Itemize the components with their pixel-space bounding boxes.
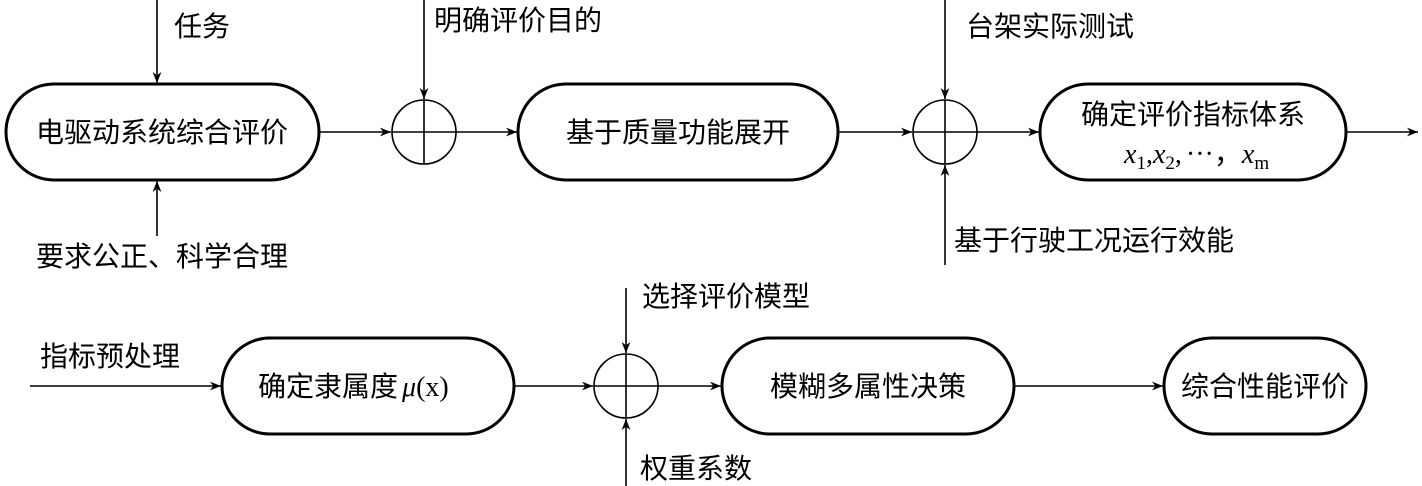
box-qfd-label: 基于质量功能展开 bbox=[566, 116, 790, 149]
box-fuzzy-decision-label: 模糊多属性决策 bbox=[770, 370, 966, 403]
label-requirement: 要求公正、科学合理 bbox=[36, 240, 288, 273]
box-performance-eval-label: 综合性能评价 bbox=[1181, 370, 1349, 403]
label-task: 任务 bbox=[174, 10, 230, 43]
label-model: 选择评价模型 bbox=[642, 280, 810, 313]
label-purpose: 明确评价目的 bbox=[434, 4, 602, 37]
box-ev-drive-eval-label: 电驱动系统综合评价 bbox=[36, 116, 288, 149]
label-preprocess: 指标预处理 bbox=[40, 340, 180, 373]
label-weight: 权重系数 bbox=[640, 452, 752, 485]
label-bench: 台架实际测试 bbox=[966, 10, 1134, 43]
index-formula: x1,x2,···，xm bbox=[1123, 139, 1269, 174]
box-index-system-label: 确定评价指标体系 bbox=[1081, 98, 1305, 131]
box-performance-eval bbox=[1162, 336, 1368, 436]
label-driving: 基于行驶工况运行效能 bbox=[954, 224, 1234, 257]
